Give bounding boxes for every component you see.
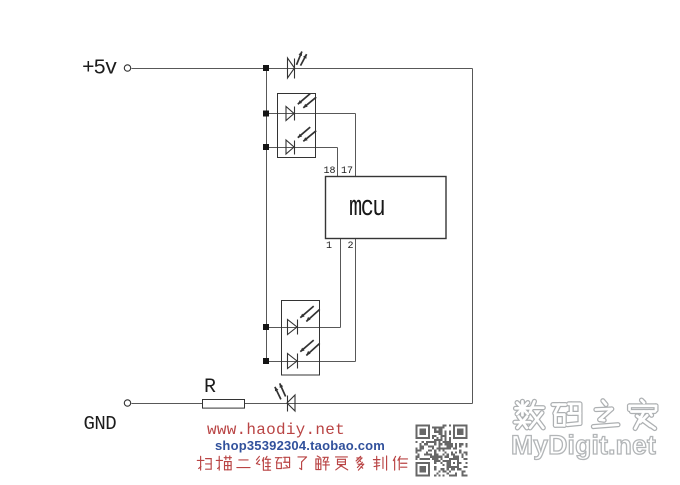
svg-text:mcu: mcu: [349, 191, 384, 224]
svg-text:R: R: [204, 376, 216, 399]
svg-text:1: 1: [326, 241, 332, 252]
svg-text:17: 17: [341, 166, 353, 177]
svg-text:18: 18: [324, 166, 336, 177]
svg-text:GND: GND: [84, 413, 117, 435]
svg-text:2: 2: [348, 241, 354, 252]
svg-text:+5v: +5v: [82, 58, 117, 81]
